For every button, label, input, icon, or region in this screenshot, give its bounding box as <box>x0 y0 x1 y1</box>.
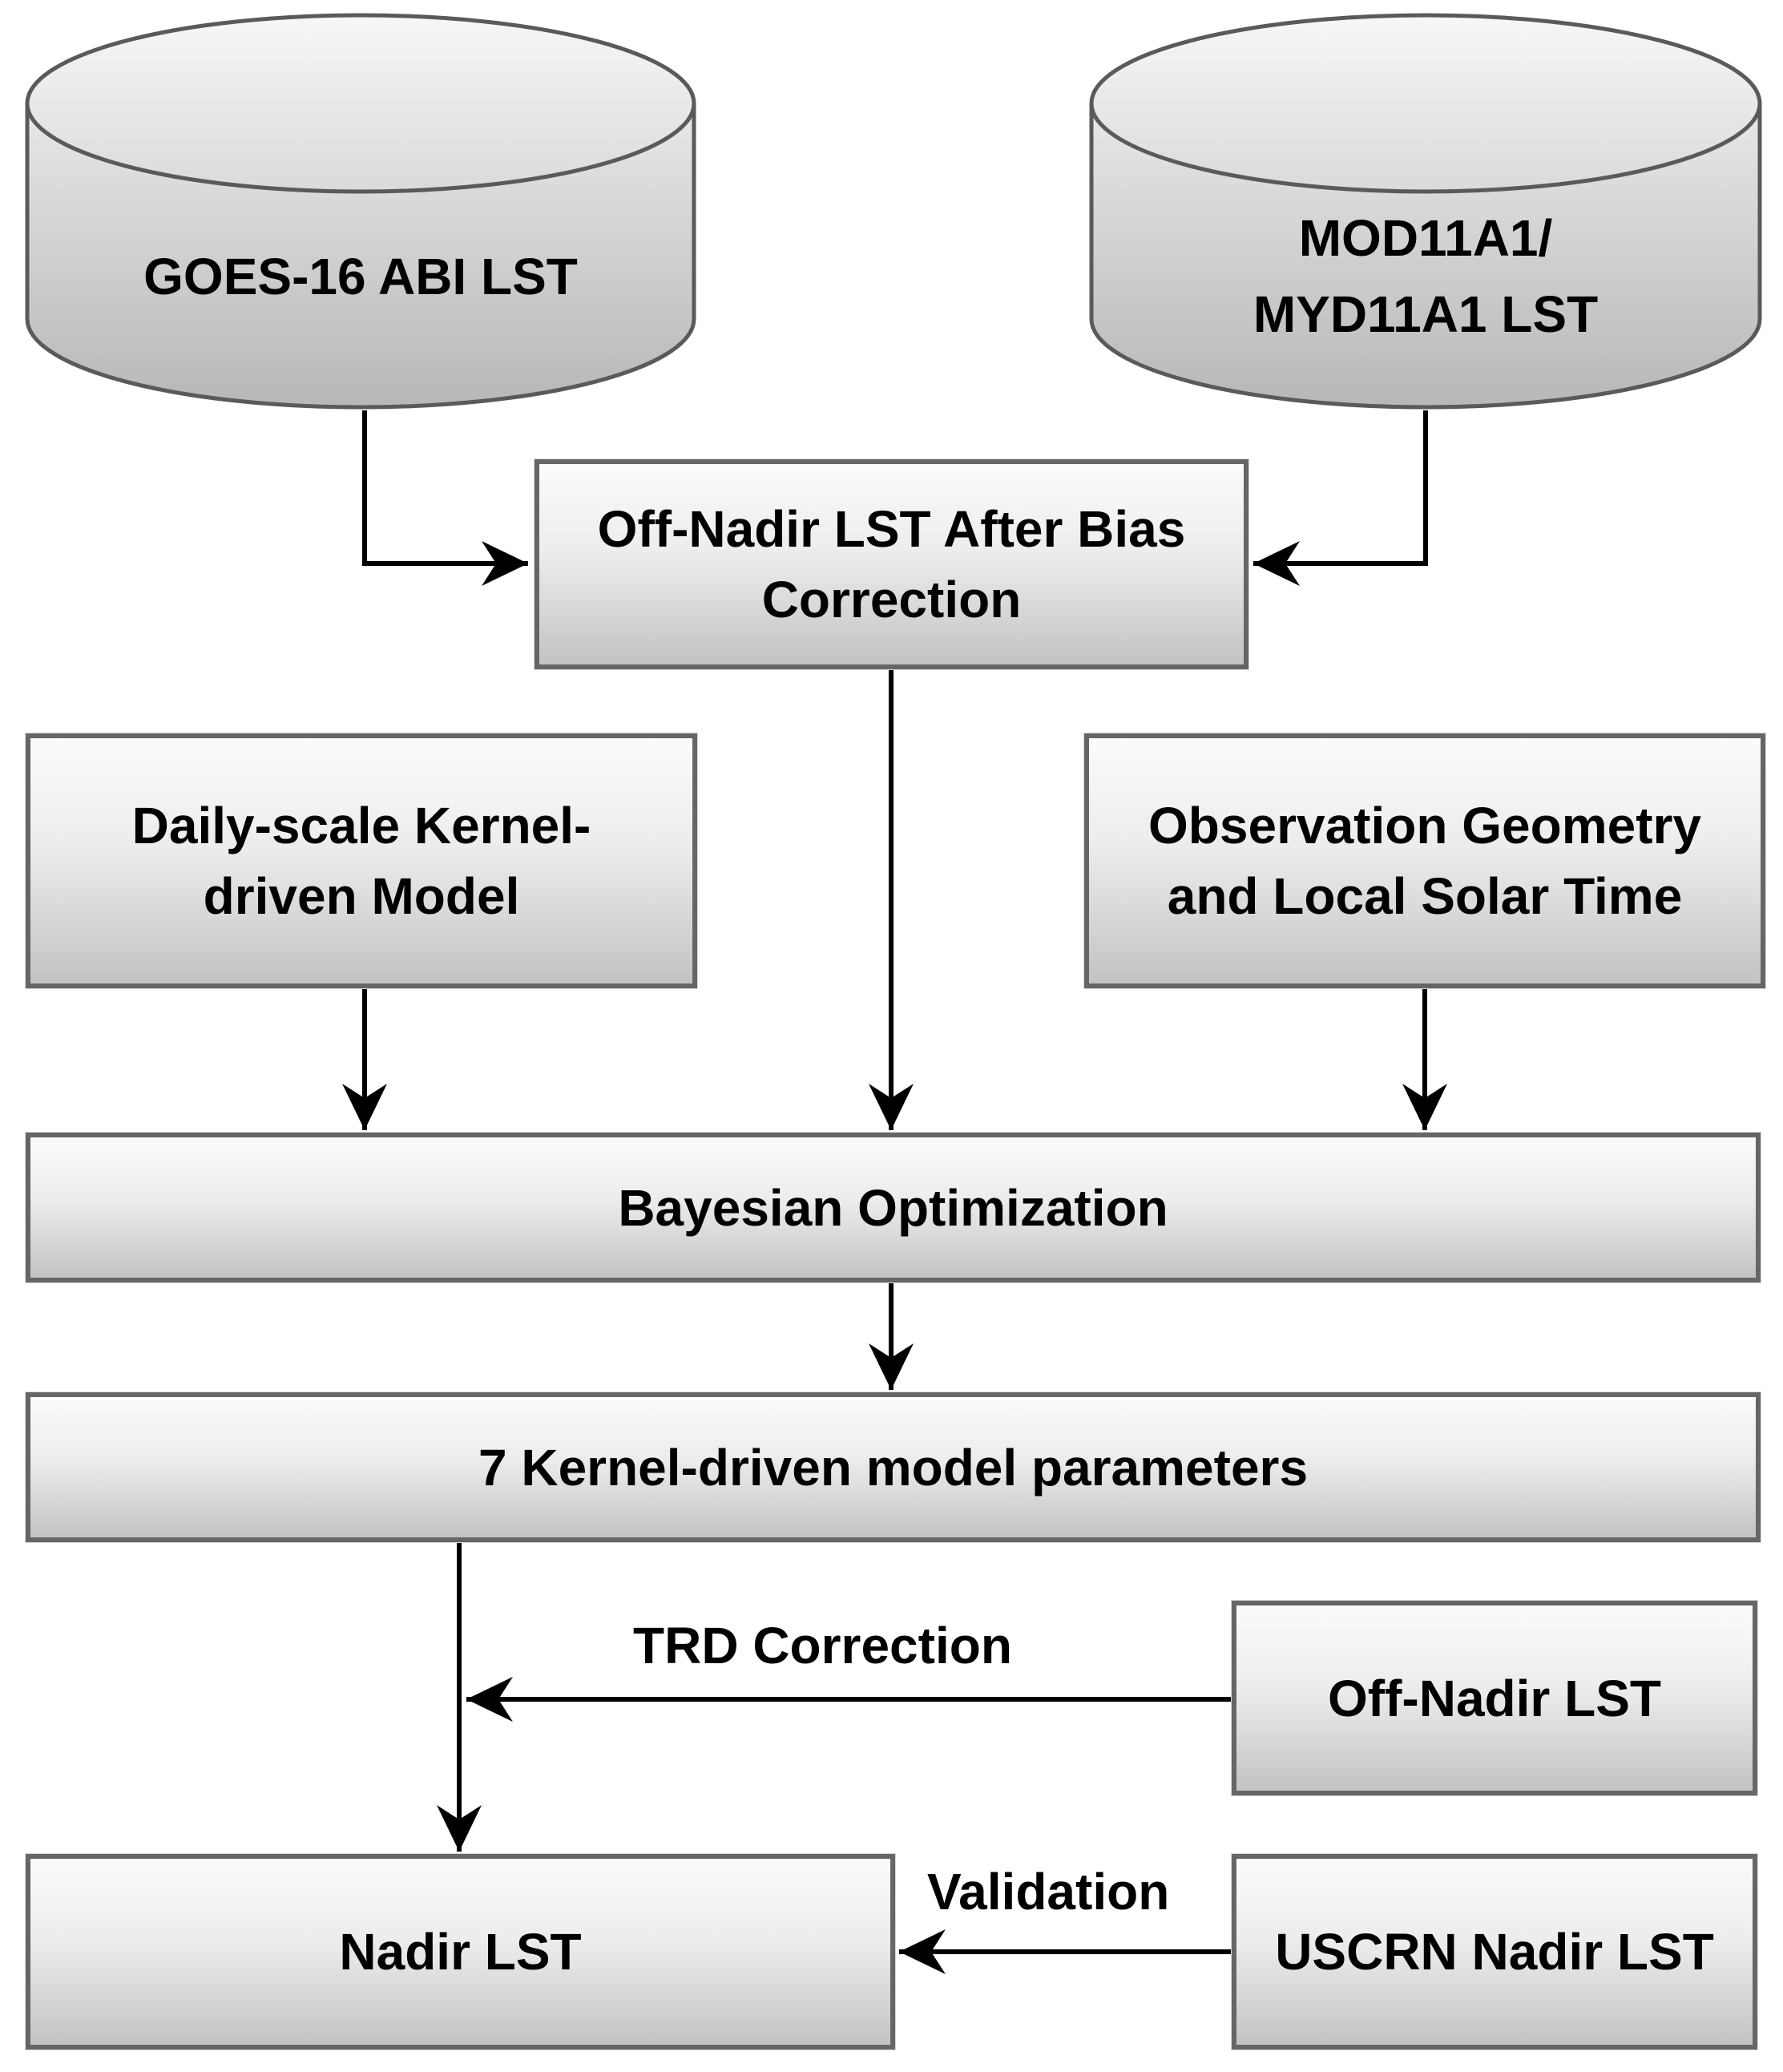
node-bayesian-optimization: Bayesian Optimization <box>26 1133 1761 1282</box>
node-observation-geometry-local-solar-time: Observation Geometry and Local Solar Tim… <box>1084 733 1765 988</box>
edge-label-trd-correction: TRD Correction <box>633 1617 1012 1674</box>
node-off-nadir-lst: Off-Nadir LST <box>1232 1601 1757 1795</box>
arrow-modis-to-bias <box>1253 410 1428 586</box>
cylinder-shape <box>25 13 696 410</box>
node-7-kernel-driven-model-parameters: 7 Kernel-driven model parameters <box>26 1392 1761 1542</box>
cylinder-shape <box>1089 13 1762 410</box>
edge-label-validation: Validation <box>927 1863 1170 1921</box>
node-goes16-abi-lst: GOES-16 ABI LST <box>24 12 697 410</box>
node-nadir-lst: Nadir LST <box>26 1854 895 2050</box>
node-mod11a1-myd11a1-lst: MOD11A1/ MYD11A1 LST <box>1088 12 1763 410</box>
node-label: GOES-16 ABI LST <box>143 247 578 305</box>
node-offnadir-lst-after-bias-correction: Off-Nadir LST After Bias Correction <box>534 459 1249 669</box>
node-daily-scale-kernel-driven-model: Daily-scale Kernel- driven Model <box>26 733 697 988</box>
node-label: MOD11A1/ MYD11A1 LST <box>1253 209 1599 343</box>
arrow-goes-to-bias <box>362 410 528 586</box>
node-uscrn-nadir-lst: USCRN Nadir LST <box>1232 1854 1757 2050</box>
